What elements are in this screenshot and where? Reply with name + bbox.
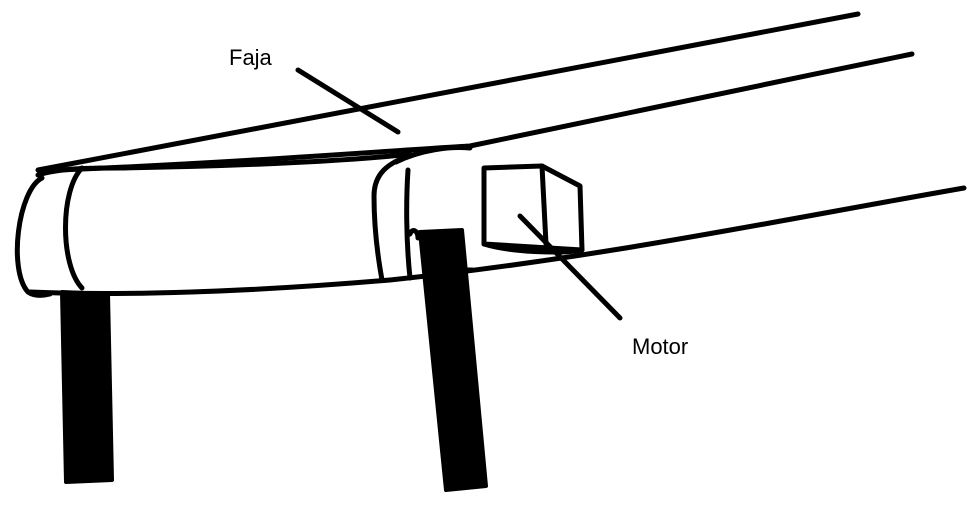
motor-box-base xyxy=(481,241,585,255)
body-bottom-edge xyxy=(27,185,967,296)
motor-box xyxy=(481,163,585,255)
faja-leader-line xyxy=(295,67,401,135)
motor-box-outline xyxy=(481,163,585,253)
body-inner-ring xyxy=(63,165,85,291)
belt xyxy=(35,11,915,173)
right-leg xyxy=(418,228,488,492)
legs xyxy=(60,228,488,492)
body-left-cap xyxy=(14,175,53,298)
drive-roller-bump xyxy=(407,228,421,241)
drive-roller-housing xyxy=(371,151,419,283)
motor-leader-line xyxy=(517,213,623,321)
left-leg xyxy=(60,290,114,484)
drive-roller-front xyxy=(404,167,413,281)
belt-label: Faja xyxy=(229,45,272,70)
sketch-strokes xyxy=(14,11,967,321)
body-top-edge xyxy=(35,151,413,178)
belt-lower-edge xyxy=(57,51,915,173)
drive-roller-top xyxy=(393,145,473,165)
motor-box-front-edge xyxy=(539,163,549,247)
belt-top-edge xyxy=(35,11,861,173)
motor-label: Motor xyxy=(632,334,689,359)
